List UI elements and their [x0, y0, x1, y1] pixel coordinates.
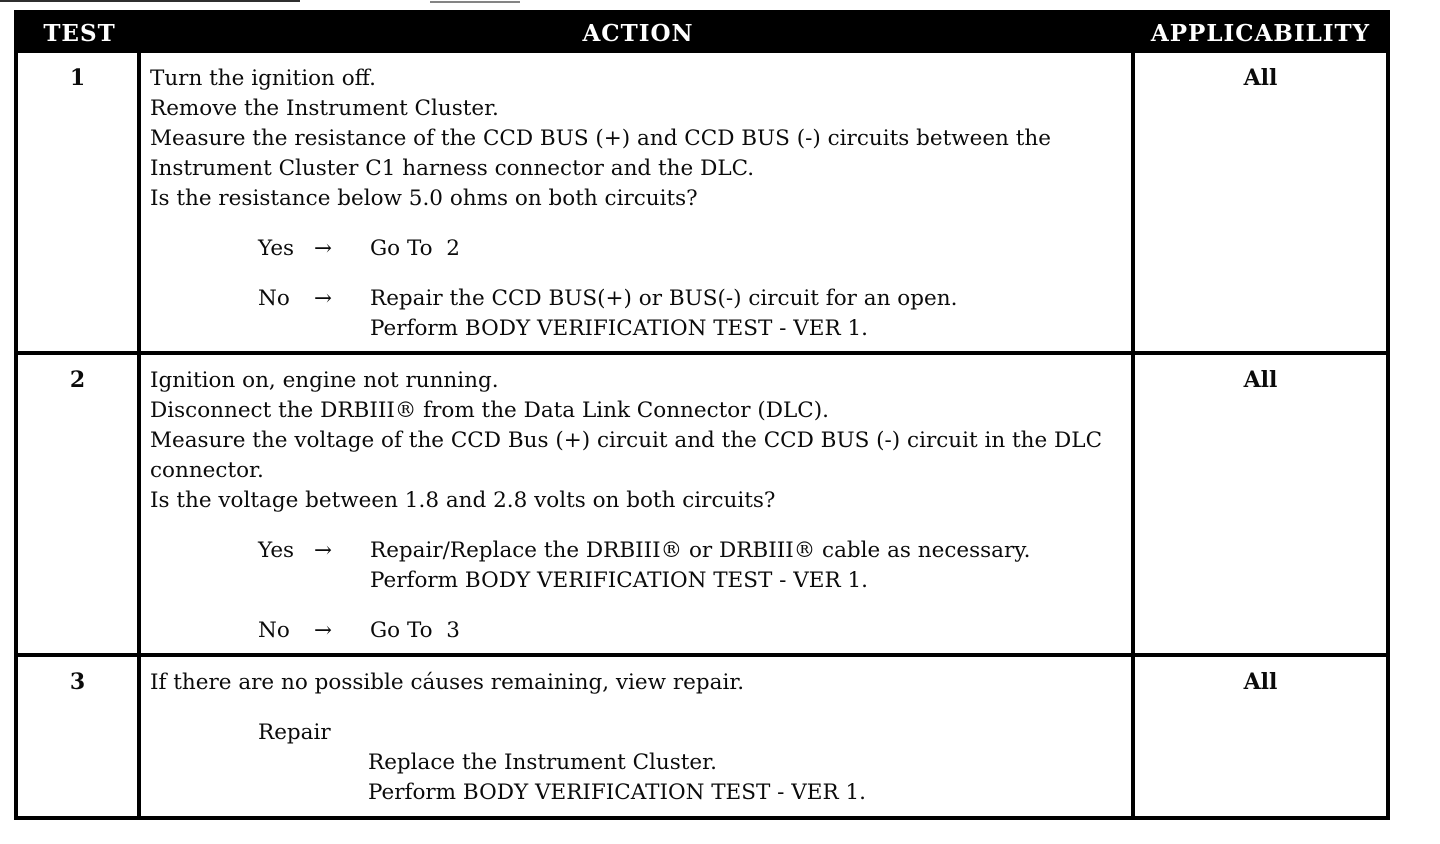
- applicability-cell: All: [1243, 65, 1278, 91]
- branch-result: Repair/Replace the DRBIII® or DRBIII® ca…: [370, 536, 1125, 596]
- action-line: Disconnect the DRBIII® from the Data Lin…: [150, 398, 829, 423]
- right-arrow-icon: →: [314, 618, 333, 643]
- right-arrow-icon: →: [314, 286, 333, 311]
- action-line: Turn the ignition off.: [150, 66, 376, 91]
- table-row-test-1: 1 Turn the ignition off. Remove the Inst…: [18, 53, 1386, 355]
- branch-no: No → Go To 3: [258, 616, 1125, 646]
- branch-label: No: [258, 286, 290, 311]
- action-line: Remove the Instrument Cluster.: [150, 96, 499, 121]
- branch-result-line: Perform BODY VERIFICATION TEST - VER 1.: [370, 316, 869, 341]
- branch-result: Go To 3: [370, 616, 1125, 646]
- branch-label: Yes: [258, 236, 295, 261]
- branch-repair: Repair: [258, 718, 1125, 748]
- test-number: 1: [18, 53, 141, 351]
- diagnostic-test-table: TEST ACTION APPLICABILITY 1 Turn the ign…: [14, 10, 1390, 820]
- branch-result-line: Repair the CCD BUS(+) or BUS(-) circuit …: [370, 286, 958, 311]
- branch-label: No: [258, 618, 290, 643]
- test-number: 3: [18, 657, 141, 816]
- branch-result: Go To 2: [370, 234, 1125, 264]
- branch-result-line: Repair/Replace the DRBIII® or DRBIII® ca…: [370, 538, 1031, 563]
- right-arrow-icon: →: [314, 236, 333, 261]
- branch-label: Repair: [258, 720, 331, 745]
- branch-result-line: Perform BODY VERIFICATION TEST - VER 1.: [368, 780, 867, 805]
- action-line: Ignition on, engine not running.: [150, 368, 499, 393]
- branch-yes: Yes → Repair/Replace the DRBIII® or DRBI…: [258, 536, 1125, 596]
- branch-result: Replace the Instrument Cluster. Perform …: [368, 748, 1125, 808]
- action-line: Is the voltage between 1.8 and 2.8 volts…: [150, 488, 776, 513]
- action-cell: Ignition on, engine not running. Disconn…: [141, 355, 1135, 653]
- right-arrow-icon: →: [314, 538, 333, 563]
- scan-artifact-line: [430, 1, 520, 3]
- action-cell: If there are no possible cáuses remainin…: [141, 657, 1135, 816]
- branch-yes: Yes → Go To 2: [258, 234, 1125, 264]
- branch-result-line: Replace the Instrument Cluster.: [368, 750, 717, 775]
- column-header-action: ACTION: [582, 20, 694, 47]
- column-header-applicability: APPLICABILITY: [1150, 20, 1371, 47]
- branch-no: No → Repair the CCD BUS(+) or BUS(-) cir…: [258, 284, 1125, 344]
- branch-label: Yes: [258, 538, 295, 563]
- applicability-cell: All: [1243, 367, 1278, 393]
- action-line: Is the resistance below 5.0 ohms on both…: [150, 186, 698, 211]
- scan-artifact-line: [0, 0, 300, 2]
- branch-result-line: Go To 2: [370, 236, 460, 261]
- action-line: If there are no possible cáuses remainin…: [150, 670, 745, 695]
- action-cell: Turn the ignition off. Remove the Instru…: [141, 53, 1135, 351]
- table-row-test-2: 2 Ignition on, engine not running. Disco…: [18, 355, 1386, 657]
- action-line: Measure the resistance of the CCD BUS (+…: [150, 126, 1058, 181]
- column-header-test: TEST: [43, 20, 116, 47]
- branch-result-line: Perform BODY VERIFICATION TEST - VER 1.: [370, 568, 869, 593]
- table-row-test-3: 3 If there are no possible cáuses remain…: [18, 657, 1386, 816]
- branch-result: Repair the CCD BUS(+) or BUS(-) circuit …: [370, 284, 1125, 344]
- applicability-cell: All: [1243, 669, 1278, 695]
- action-line: Measure the voltage of the CCD Bus (+) c…: [150, 428, 1109, 483]
- test-number: 2: [18, 355, 141, 653]
- branch-result-line: Go To 3: [370, 618, 460, 643]
- table-header-row: TEST ACTION APPLICABILITY: [18, 14, 1386, 53]
